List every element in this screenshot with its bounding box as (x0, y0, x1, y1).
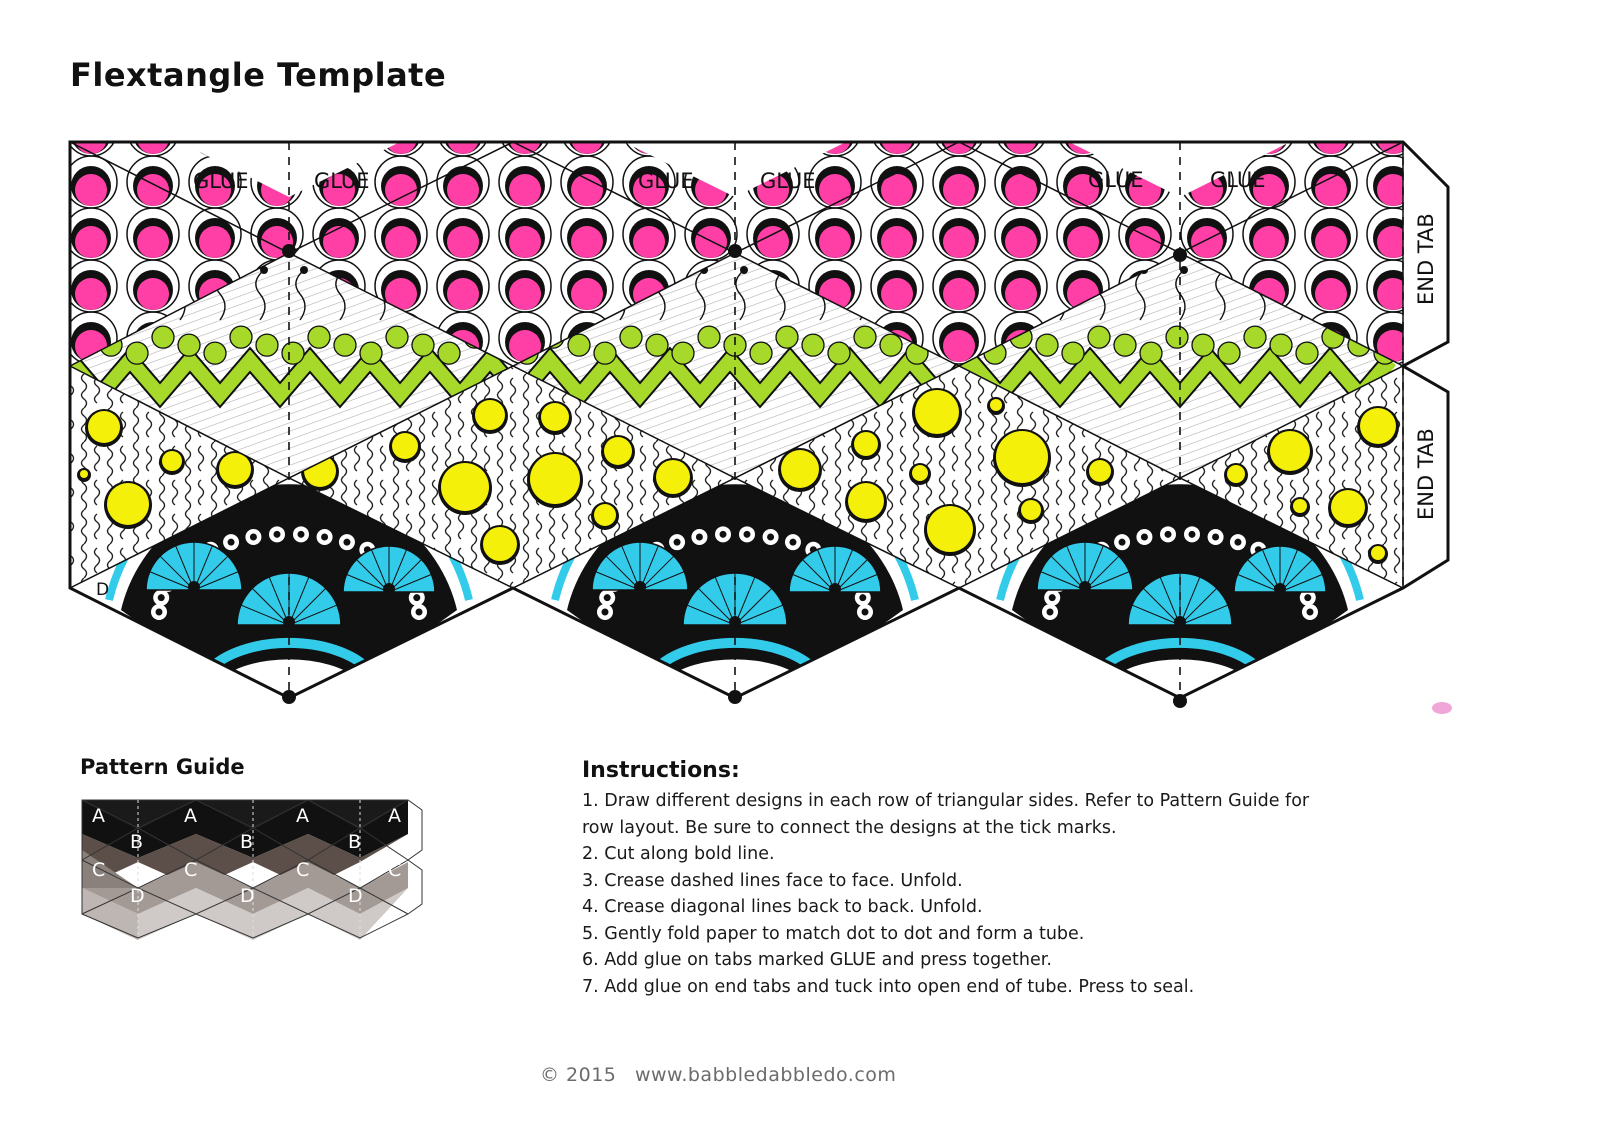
glue-label: GLUE (1088, 168, 1144, 192)
pattern-guide-title: Pattern Guide (80, 755, 245, 779)
row-d-marker: D (96, 580, 109, 600)
end-tab-label: END TAB (1414, 213, 1438, 305)
glue-label: GLUE (314, 169, 370, 193)
instruction-step: 1. Draw different designs in each row of… (582, 791, 1310, 838)
instruction-step: 5. Gently fold paper to match dot to dot… (582, 923, 1085, 944)
guide-label-d: D (348, 885, 363, 907)
guide-label-a: A (184, 805, 197, 827)
instructions-title: Instructions: (582, 758, 740, 783)
glue-label: GLUE (193, 169, 249, 193)
page-title: Flextangle Template (70, 56, 447, 94)
guide-label-a: A (388, 805, 401, 827)
guide-label-c: C (184, 859, 197, 881)
fold-dot (282, 690, 296, 704)
copyright-text: © 2015 (540, 1064, 617, 1086)
fold-dot (728, 244, 742, 258)
guide-label-d: D (130, 885, 145, 907)
pattern-guide-diagram: A A A A B B B C C C C D D D (81, 799, 423, 940)
instruction-step: 4. Crease diagonal lines back to back. U… (582, 897, 983, 917)
instruction-step: 6. Add glue on tabs marked GLUE and pres… (582, 950, 1052, 970)
row-b-pattern (70, 253, 1403, 478)
guide-label-a: A (92, 805, 105, 827)
footer: © 2015 www.babbledabbledo.com (540, 1064, 908, 1086)
guide-label-c: C (296, 859, 309, 881)
guide-label-b: B (240, 831, 253, 853)
instruction-step: 7. Add glue on end tabs and tuck into op… (582, 976, 1195, 997)
guide-label-c: C (92, 859, 105, 881)
instruction-step: 3. Crease dashed lines face to face. Unf… (582, 870, 963, 891)
glue-label: GLUE (760, 169, 816, 193)
guide-label-b: B (130, 831, 143, 853)
fold-dot (1173, 248, 1187, 262)
website-link[interactable]: www.babbledabbledo.com (634, 1064, 897, 1086)
guide-label-d: D (240, 885, 255, 907)
instruction-step: 2. Cut along bold line. (582, 844, 775, 864)
flextangle-template: GLUE GLUE GLUE GLUE GLUE GLUE END TAB EN… (68, 140, 1450, 708)
end-tab-label: END TAB (1414, 428, 1438, 520)
dashed-fold-lines (288, 142, 1404, 698)
instructions-list: 1. Draw different designs in each row of… (582, 788, 1342, 1000)
guide-label-b: B (348, 831, 361, 853)
guide-label-c: C (388, 859, 401, 881)
fold-dot (728, 690, 742, 704)
guide-label-a: A (296, 805, 309, 827)
row-d-pattern (70, 478, 1403, 698)
pink-smudge (1432, 702, 1452, 714)
glue-areas (180, 142, 1290, 197)
fold-dots (282, 244, 1187, 708)
fold-dot (282, 244, 296, 258)
glue-label: GLUE (638, 169, 694, 193)
fold-dot (1173, 694, 1187, 708)
glue-label: GLUE (1210, 168, 1266, 192)
